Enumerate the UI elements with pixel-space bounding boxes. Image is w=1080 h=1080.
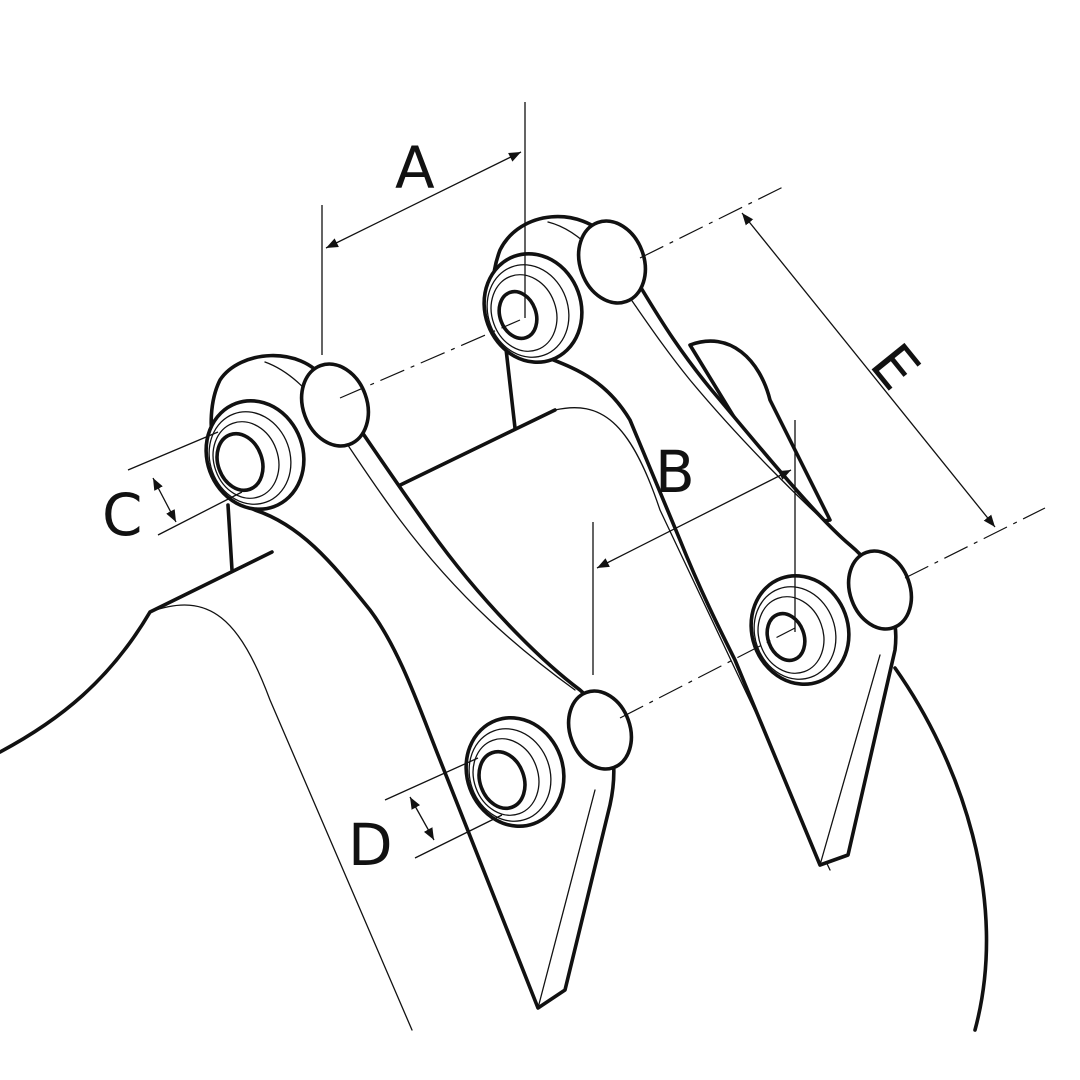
- label-c: C: [102, 481, 143, 549]
- center-lines: [339, 185, 1046, 719]
- label-e: E: [857, 331, 933, 402]
- label-d: D: [348, 811, 393, 879]
- label-a: A: [395, 134, 435, 202]
- dimension-a: A: [321, 102, 526, 355]
- boss-top-right: [482, 219, 648, 365]
- dimension-c: C: [102, 431, 243, 549]
- boss-bottom-left: [464, 689, 634, 829]
- dimension-d: D: [348, 757, 503, 879]
- bucket-body: [0, 338, 989, 1032]
- boss-bottom-right: [749, 549, 914, 687]
- boss-top-left: [204, 362, 371, 512]
- label-b: B: [655, 438, 695, 506]
